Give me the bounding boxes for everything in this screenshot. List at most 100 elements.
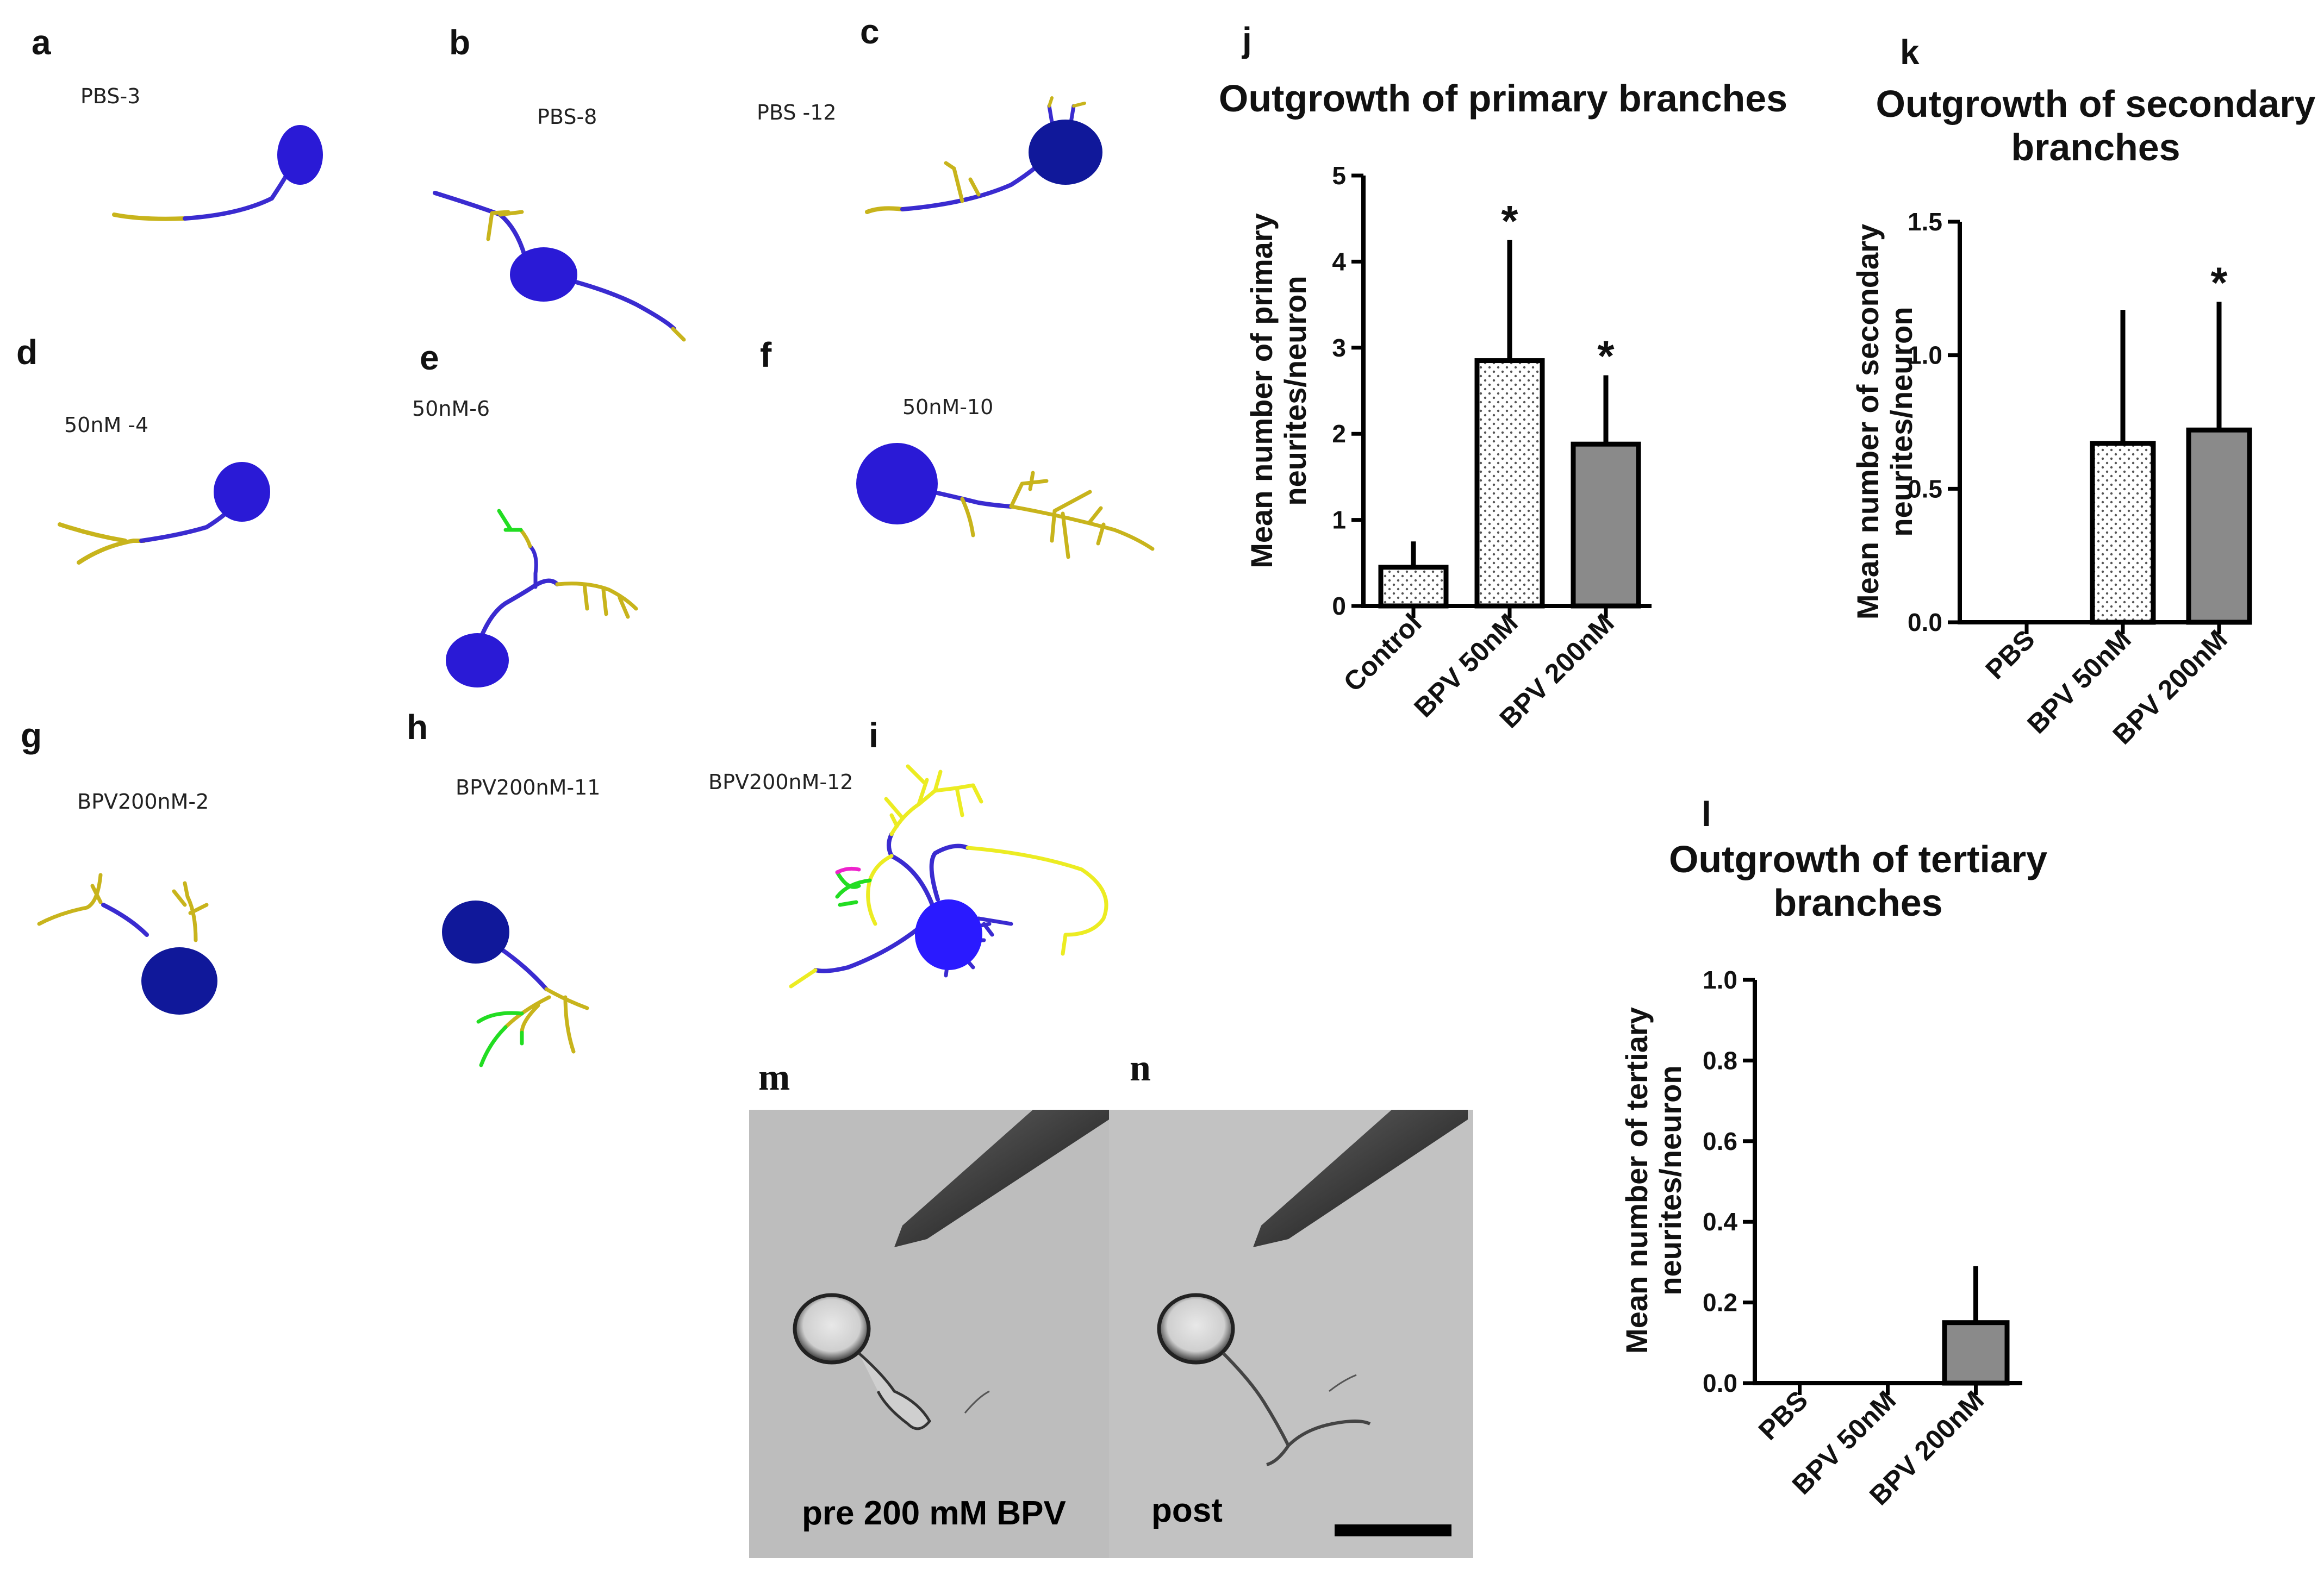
neurite-process xyxy=(858,1352,932,1430)
x-category-label: Control xyxy=(1338,608,1428,697)
bar xyxy=(2090,441,2156,625)
neuron-soma xyxy=(1157,1293,1235,1365)
significance-star: * xyxy=(1597,332,1615,380)
secondary-neurite xyxy=(865,206,905,214)
tertiary-neurite xyxy=(476,1011,524,1067)
quaternary-neurite xyxy=(835,866,861,874)
secondary-neurite xyxy=(555,582,638,619)
micropipette xyxy=(1253,1110,1468,1247)
cell-label-c: PBS -12 xyxy=(757,101,837,124)
y-tick-label: 2 xyxy=(1332,420,1346,448)
chart-title: Outgrowth of tertiary xyxy=(1669,838,2047,880)
y-axis-label-line: Mean number of secondary xyxy=(1851,224,1885,620)
secondary-neurite xyxy=(486,210,524,241)
debris xyxy=(1329,1374,1357,1392)
primary-neurite xyxy=(498,946,549,991)
panel-letter-d: d xyxy=(16,333,38,372)
cell-label-h: BPV200nM-11 xyxy=(456,776,600,799)
cell-label-a: PBS-3 xyxy=(80,84,140,108)
tracing-panel-f: f 50nM-10 xyxy=(760,335,1155,559)
y-tick-label: 1.0 xyxy=(1908,341,1942,370)
soma xyxy=(277,125,323,185)
y-tick-label: 1.5 xyxy=(1908,208,1942,236)
y-axis-label: Mean number of primaryneurites/neuron xyxy=(1244,213,1312,568)
bar xyxy=(1942,1320,2010,1386)
neuron-soma xyxy=(793,1293,871,1365)
secondary-neurite xyxy=(503,987,589,1054)
y-tick-label: 0 xyxy=(1332,592,1346,620)
secondary-neurite xyxy=(866,854,894,926)
primary-neurite xyxy=(929,843,970,902)
y-tick-label: 0.4 xyxy=(1703,1208,1737,1236)
tracing-panel-h: h BPV200nM-11 xyxy=(407,708,600,1067)
chart-title: Outgrowth of secondary xyxy=(1876,83,2316,125)
y-tick-label: 1 xyxy=(1332,506,1346,534)
secondary-neurite xyxy=(172,881,209,942)
bar xyxy=(1571,441,1641,609)
secondary-neurite xyxy=(519,528,532,548)
cell-label-b: PBS-8 xyxy=(537,105,597,129)
chart-title: branches xyxy=(2011,126,2180,168)
cell-label-f: 50nM-10 xyxy=(902,395,993,419)
secondary-neurite xyxy=(112,212,187,221)
micrograph-caption-post: post xyxy=(1151,1492,1223,1529)
debris xyxy=(964,1390,990,1414)
primary-neurite xyxy=(101,903,149,937)
y-axis-label-line: neurites/neuron xyxy=(1884,307,1918,536)
soma xyxy=(446,633,509,687)
y-axis-label-line: Mean number of tertiary xyxy=(1619,1007,1654,1354)
cell-label-i: BPV200nM-12 xyxy=(708,770,853,794)
y-tick-label: 0.0 xyxy=(1703,1369,1737,1397)
tracing-panel-b: b PBS-8 xyxy=(433,23,686,342)
primary-neurite xyxy=(433,191,527,258)
chart-panel-letter: k xyxy=(1900,33,1920,72)
panel-letter-f: f xyxy=(760,335,772,374)
chart-panel-letter: l xyxy=(1702,795,1711,834)
primary-neurite xyxy=(1047,104,1076,124)
cell-label-g: BPV200nM-2 xyxy=(77,790,209,814)
tracing-panel-g: g BPV200nM-2 xyxy=(21,716,217,1015)
significance-star: * xyxy=(2210,258,2228,307)
y-tick-label: 0.0 xyxy=(1908,608,1942,636)
primary-neurite xyxy=(566,278,676,331)
neurite-process xyxy=(1222,1352,1371,1466)
secondary-neurite xyxy=(960,471,1155,559)
panel-letter-g: g xyxy=(21,716,42,755)
scale-bar xyxy=(1335,1524,1451,1536)
soma xyxy=(442,901,509,964)
panel-letter-c: c xyxy=(860,12,880,51)
y-axis-label-line: neurites/neuron xyxy=(1653,1065,1687,1295)
bar xyxy=(2186,427,2252,625)
bar xyxy=(1378,565,1449,609)
chart-panel-letter: j xyxy=(1242,20,1252,59)
y-tick-label: 3 xyxy=(1332,334,1346,362)
y-tick-label: 5 xyxy=(1332,161,1346,190)
secondary-neurite xyxy=(965,846,1108,956)
secondary-neurite xyxy=(789,968,818,989)
y-tick-label: 0.2 xyxy=(1703,1289,1737,1317)
chart-title: branches xyxy=(1773,881,1942,924)
cell-label-e: 50nM-6 xyxy=(412,397,490,421)
x-category-label: PBS xyxy=(1979,624,2040,685)
y-axis-label-line: neurites/neuron xyxy=(1278,276,1312,505)
y-axis-label: Mean number of tertiaryneurites/neuron xyxy=(1619,1007,1687,1354)
soma xyxy=(856,443,938,524)
panel-letter-m: m xyxy=(758,1056,790,1098)
micrograph-caption-pre: pre 200 mM BPV xyxy=(802,1495,1066,1532)
y-tick-label: 0.6 xyxy=(1703,1127,1737,1155)
y-axis-label: Mean number of secondaryneurites/neuron xyxy=(1851,224,1918,620)
tracing-panel-c: c PBS -12 xyxy=(757,12,1102,214)
tracing-panel-a: a PBS-3 xyxy=(32,23,323,221)
secondary-neurite xyxy=(884,764,983,836)
x-category-label: PBS xyxy=(1753,1385,1814,1446)
secondary-neurite xyxy=(1048,96,1086,108)
tracing-panel-d: d 50nM -4 xyxy=(16,333,270,565)
secondary-neurite xyxy=(944,161,981,203)
neuron-tracings: a PBS-3 b PBS-8 c PBS -12 xyxy=(16,12,1155,1067)
soma xyxy=(915,899,982,970)
bar xyxy=(1474,358,1545,609)
panel-letter-h: h xyxy=(407,708,428,747)
